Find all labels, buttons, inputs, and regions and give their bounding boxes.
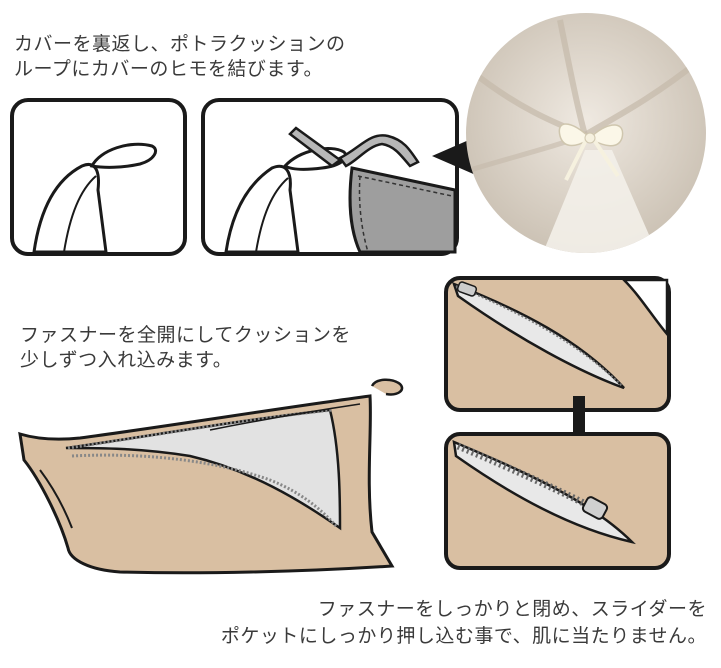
step3-line2: ポケットにしっかり押し込む事で、肌に当たりません。 xyxy=(220,625,707,647)
step3-instruction: ファスナーをしっかりと閉め、スライダーを ポケットにしっかり押し込む事で、肌に当… xyxy=(221,596,707,650)
photo-bow-closeup xyxy=(466,13,706,253)
pointer-arrow xyxy=(432,136,478,176)
cover-open-zipper xyxy=(18,378,404,575)
panel-loop xyxy=(10,98,187,256)
step1-instruction: カバーを裏返し、ポトラクッションの ループにカバーのヒモを結びます。 xyxy=(14,32,346,82)
step2-instruction: ファスナーを全開にしてクッションを 少しずつ入れ込みます。 xyxy=(20,323,351,373)
step3-line1: ファスナーをしっかりと閉め、スライダーを xyxy=(317,598,707,620)
step2-line1: ファスナーを全開にしてクッションを xyxy=(20,324,351,346)
panel-zipper-open xyxy=(444,276,671,412)
step2-line2: 少しずつ入れ込みます。 xyxy=(20,349,233,371)
panel-tie xyxy=(201,98,459,256)
step1-line1: カバーを裏返し、ポトラクッションの xyxy=(14,33,346,55)
step1-line2: ループにカバーのヒモを結びます。 xyxy=(14,58,323,80)
panel-zipper-closed xyxy=(444,432,671,570)
